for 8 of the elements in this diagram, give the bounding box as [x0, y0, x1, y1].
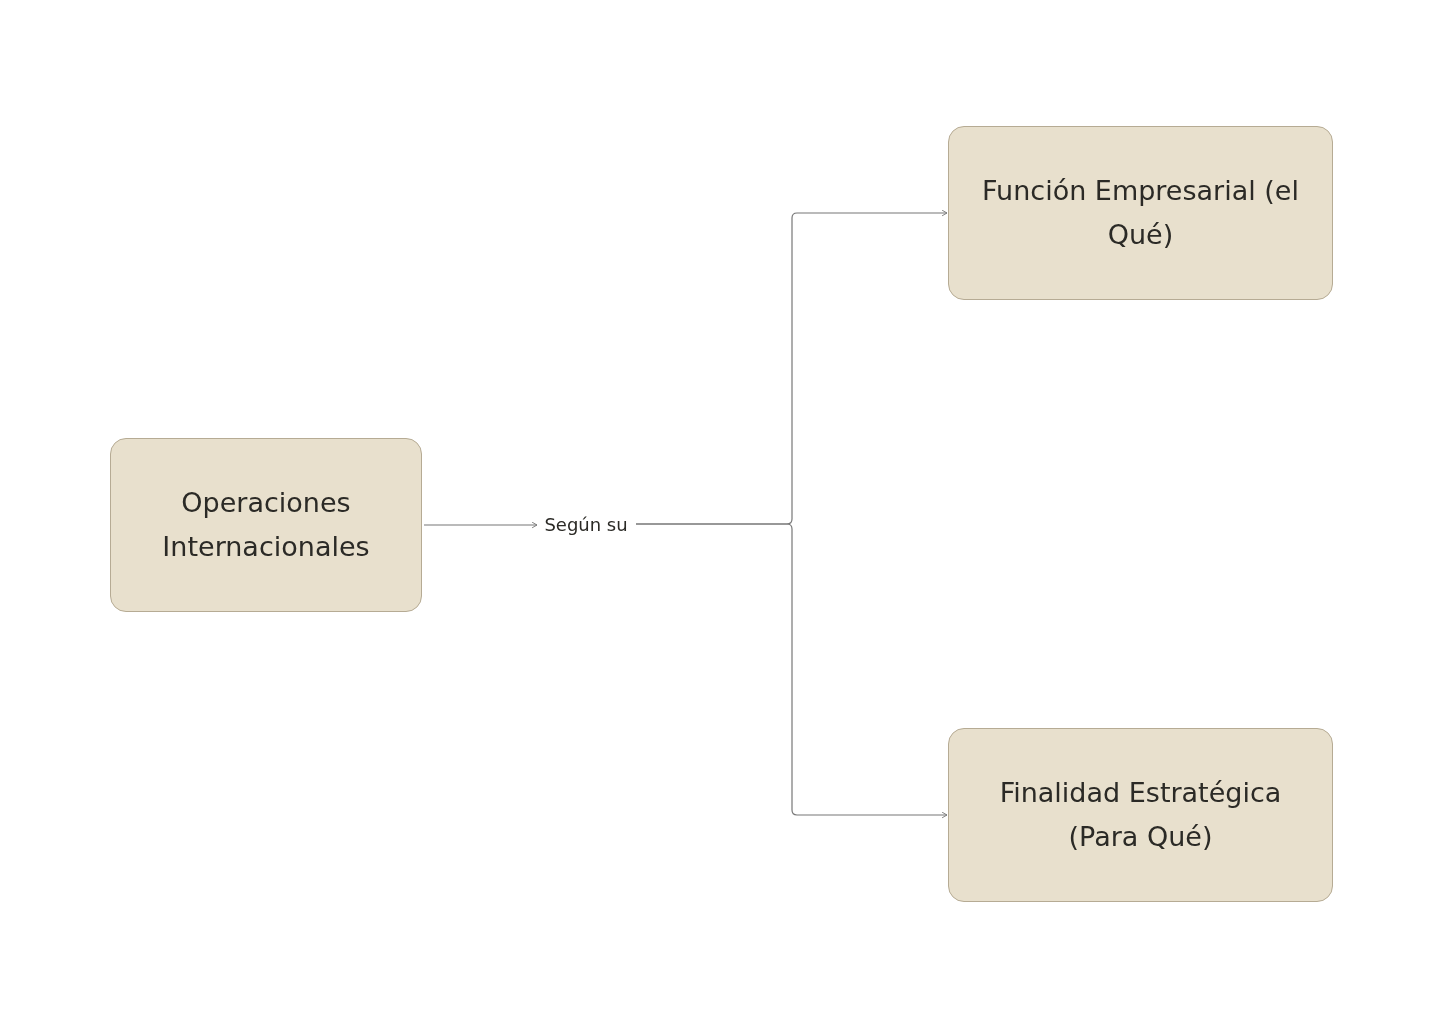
box-text: Finalidad Estratégica (Para Qué): [998, 776, 1283, 854]
process-box: [948, 728, 1333, 902]
process-box: [110, 438, 422, 612]
process-box: [948, 126, 1333, 300]
arrow: [423, 521, 538, 529]
box-text: Función Empresarial (el Qué): [981, 174, 1300, 252]
arrow: [635, 523, 948, 819]
box-text: Operaciones Internacionales: [161, 486, 371, 564]
